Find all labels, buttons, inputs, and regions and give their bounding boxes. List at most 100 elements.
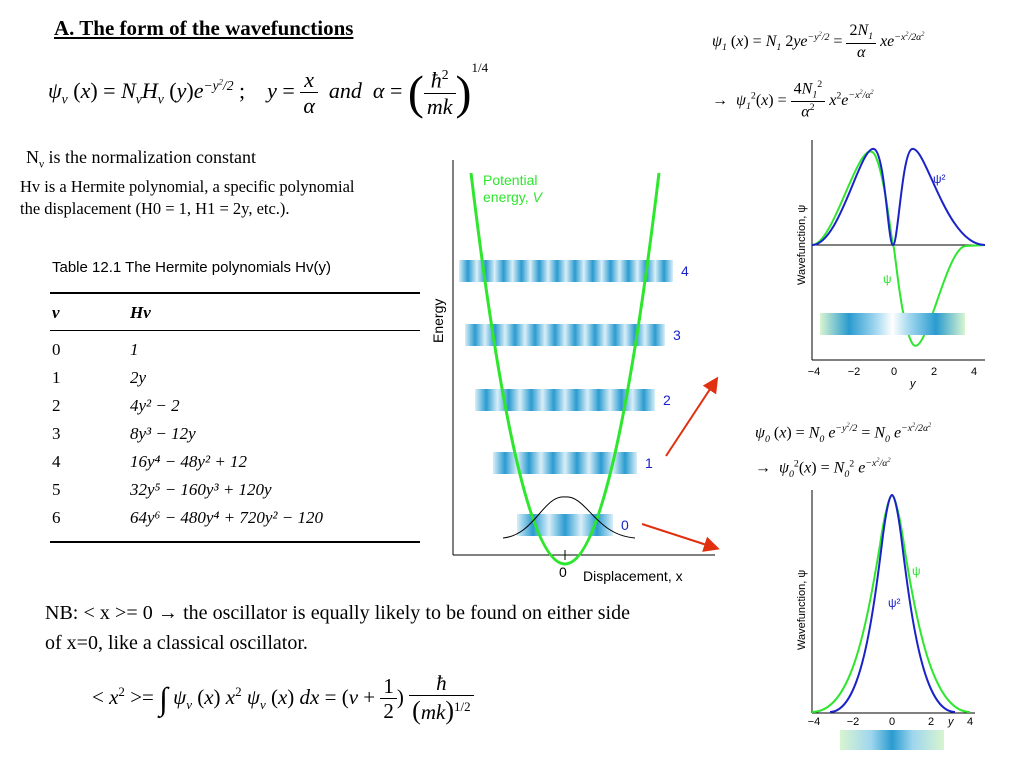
hermite-table: Table 12.1 The Hermite polynomials Hv(y)… bbox=[20, 255, 420, 555]
psi1-x-label: y bbox=[909, 378, 917, 390]
origin-label: 0 bbox=[559, 564, 567, 580]
table-col-h: Hv bbox=[130, 303, 151, 322]
energy-level-band bbox=[542, 389, 565, 411]
energy-level-band bbox=[485, 324, 505, 346]
table-cell-v: 0 bbox=[52, 340, 61, 359]
table-rule-top bbox=[50, 292, 420, 294]
arrow-to-psi1 bbox=[665, 376, 719, 457]
table-cell-v: 2 bbox=[52, 396, 61, 415]
tick-label: 0 bbox=[891, 366, 897, 378]
energy-level-band bbox=[601, 260, 620, 282]
energy-level-band bbox=[465, 324, 485, 346]
table-col-v: v bbox=[52, 303, 60, 322]
energy-level-band bbox=[565, 389, 588, 411]
energy-level-band bbox=[459, 260, 477, 282]
potential-label-1: Potential bbox=[483, 172, 537, 188]
energy-level-band bbox=[549, 514, 581, 536]
energy-level-label: 1 bbox=[645, 455, 653, 471]
tick-label: 2 bbox=[931, 366, 937, 378]
psi1-y-label: Wavefunction, ψ bbox=[796, 205, 808, 285]
energy-level-label: 3 bbox=[673, 327, 681, 343]
energy-level-band bbox=[520, 389, 543, 411]
table-cell-h: 16y⁴ − 48y² + 12 bbox=[130, 452, 248, 471]
energy-level-band bbox=[632, 389, 655, 411]
hermite-desc-line-2: the displacement (H0 = 1, H1 = 2y, etc.)… bbox=[20, 199, 290, 218]
psi1-psi-label: ψ bbox=[883, 272, 892, 286]
psi0-y-label: Wavefunction, ψ bbox=[796, 570, 808, 650]
psi0-squared-equation: → ψ02(x) = N02 e−x2/α2 bbox=[755, 458, 891, 480]
energy-level-band bbox=[585, 324, 605, 346]
table-cell-h: 32y⁵ − 160y³ + 120y bbox=[130, 480, 272, 499]
energy-level-band bbox=[512, 260, 531, 282]
psi0-squared-curve bbox=[829, 493, 956, 713]
energy-level-band bbox=[581, 514, 613, 536]
psi0-density-band bbox=[840, 730, 944, 750]
table-cell-h: 64y⁶ − 480y⁴ + 720y² − 120 bbox=[130, 508, 323, 527]
psi0-psi-label: ψ bbox=[912, 564, 921, 578]
table-cell-v: 4 bbox=[52, 452, 61, 471]
table-cell-v: 6 bbox=[52, 508, 61, 527]
energy-level-label: 2 bbox=[663, 392, 671, 408]
tick-label: −4 bbox=[808, 716, 821, 728]
tick-label: −2 bbox=[847, 716, 860, 728]
red-arrows bbox=[641, 376, 720, 552]
psi1-psi2-label: ψ² bbox=[933, 172, 946, 186]
hermite-description: Hv is a Hermite polynomial, a specific p… bbox=[20, 176, 355, 220]
slide-title: A. The form of the wavefunctions bbox=[54, 16, 354, 40]
normalization-note: Nν is the normalization constant bbox=[26, 147, 256, 171]
energy-level-label: 4 bbox=[681, 263, 689, 279]
energy-level-band bbox=[545, 324, 565, 346]
table-cell-v: 3 bbox=[52, 424, 61, 443]
psi0-x-label: y bbox=[947, 716, 955, 728]
psi0-psi2-label: ψ² bbox=[888, 596, 901, 610]
energy-level-band bbox=[605, 324, 625, 346]
tick-label: 0 bbox=[889, 716, 895, 728]
energy-level-label: 0 bbox=[621, 517, 629, 533]
energy-level-band bbox=[613, 452, 637, 474]
energy-level-band bbox=[494, 260, 513, 282]
energy-level-band bbox=[497, 389, 520, 411]
table-caption: Table 12.1 The Hermite polynomials Hv(y) bbox=[52, 259, 332, 276]
psi1-density-band bbox=[820, 313, 965, 335]
energy-level-band bbox=[619, 260, 638, 282]
displacement-axis-label: Displacement, x bbox=[583, 568, 683, 584]
table-cell-h: 8y³ − 12y bbox=[130, 424, 196, 443]
energy-level-band bbox=[548, 260, 566, 282]
energy-level-band bbox=[583, 260, 602, 282]
energy-level-band bbox=[655, 260, 673, 282]
energy-level-band bbox=[517, 452, 541, 474]
energy-level-band bbox=[476, 260, 495, 282]
energy-level-band bbox=[505, 324, 525, 346]
tick-label: 4 bbox=[967, 716, 973, 728]
energy-level-band bbox=[566, 260, 584, 282]
energy-level-band bbox=[565, 324, 585, 346]
energy-level-band bbox=[645, 324, 665, 346]
energy-level-band bbox=[565, 452, 589, 474]
tick-label: −2 bbox=[848, 366, 861, 378]
energy-level-band bbox=[493, 452, 517, 474]
hermite-desc-line-1: Hv is a Hermite polynomial, a specific p… bbox=[20, 177, 355, 196]
energy-level-band bbox=[587, 389, 610, 411]
psi1-squared-curve bbox=[811, 148, 986, 247]
energy-level-band bbox=[525, 324, 545, 346]
table-cell-h: 2y bbox=[130, 368, 147, 387]
arrow-to-psi0 bbox=[641, 523, 720, 552]
table-cell-h: 4y² − 2 bbox=[130, 396, 180, 415]
table-cell-v: 1 bbox=[52, 368, 61, 387]
psi0-equation: ψ0 (x) = N0 e−y2/2 = N0 e−x2/2α2 bbox=[755, 423, 932, 445]
energy-level-band bbox=[541, 452, 565, 474]
energy-axis-label: Energy bbox=[430, 299, 446, 343]
energy-level-band bbox=[530, 260, 549, 282]
table-rule-bottom bbox=[50, 541, 420, 543]
energy-levels: 0 1 2 3 4 bbox=[459, 260, 689, 536]
ground-state-wavefunction bbox=[502, 496, 636, 539]
table-cell-h: 1 bbox=[130, 340, 139, 359]
